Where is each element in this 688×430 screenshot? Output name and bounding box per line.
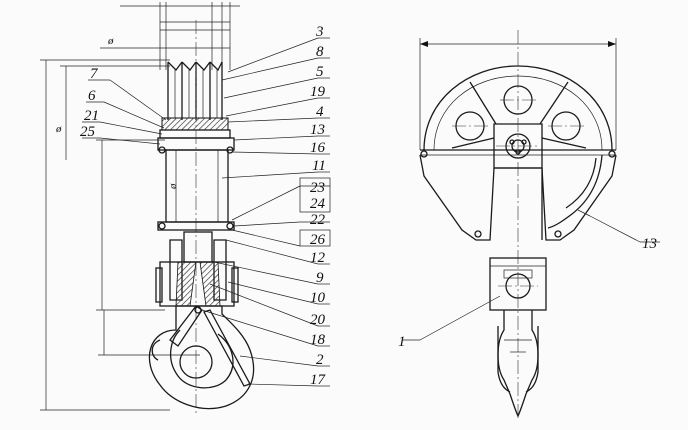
label-18: 18 — [310, 332, 326, 348]
label-23: 23 — [310, 180, 325, 196]
label-16: 16 — [310, 140, 326, 156]
label-13: 13 — [310, 122, 325, 138]
label-1: 1 — [398, 334, 406, 350]
label-21: 21 — [84, 108, 99, 124]
label-3: 3 — [315, 24, 324, 40]
diameter-symbol-inner: ø — [167, 183, 179, 190]
label-26: 26 — [310, 232, 326, 248]
label-5: 5 — [316, 64, 324, 80]
label-22: 22 — [310, 212, 326, 228]
label-4: 4 — [316, 104, 324, 120]
front-view — [402, 30, 660, 420]
label-8: 8 — [316, 44, 324, 60]
label-7: 7 — [90, 66, 99, 82]
label-2: 2 — [316, 352, 324, 368]
leader-lines-side — [82, 37, 331, 387]
side-view: ø ø ø — [40, 2, 255, 415]
label-9: 9 — [316, 270, 324, 286]
label-17: 17 — [310, 372, 327, 388]
side-view-labels: 3 8 5 19 4 13 16 11 23 24 22 26 12 9 10 … — [80, 24, 327, 388]
label-19: 19 — [310, 84, 326, 100]
label-12: 12 — [310, 250, 326, 266]
label-25: 25 — [80, 124, 96, 140]
diameter-symbol-top: ø — [107, 35, 114, 47]
label-10: 10 — [310, 290, 326, 306]
diameter-symbol-left: ø — [55, 123, 62, 135]
label-24: 24 — [310, 196, 326, 212]
label-20: 20 — [310, 312, 326, 328]
label-6: 6 — [88, 88, 96, 104]
front-view-labels: 13 1 — [398, 236, 657, 350]
label-13-front: 13 — [642, 236, 657, 252]
label-11: 11 — [312, 158, 326, 174]
